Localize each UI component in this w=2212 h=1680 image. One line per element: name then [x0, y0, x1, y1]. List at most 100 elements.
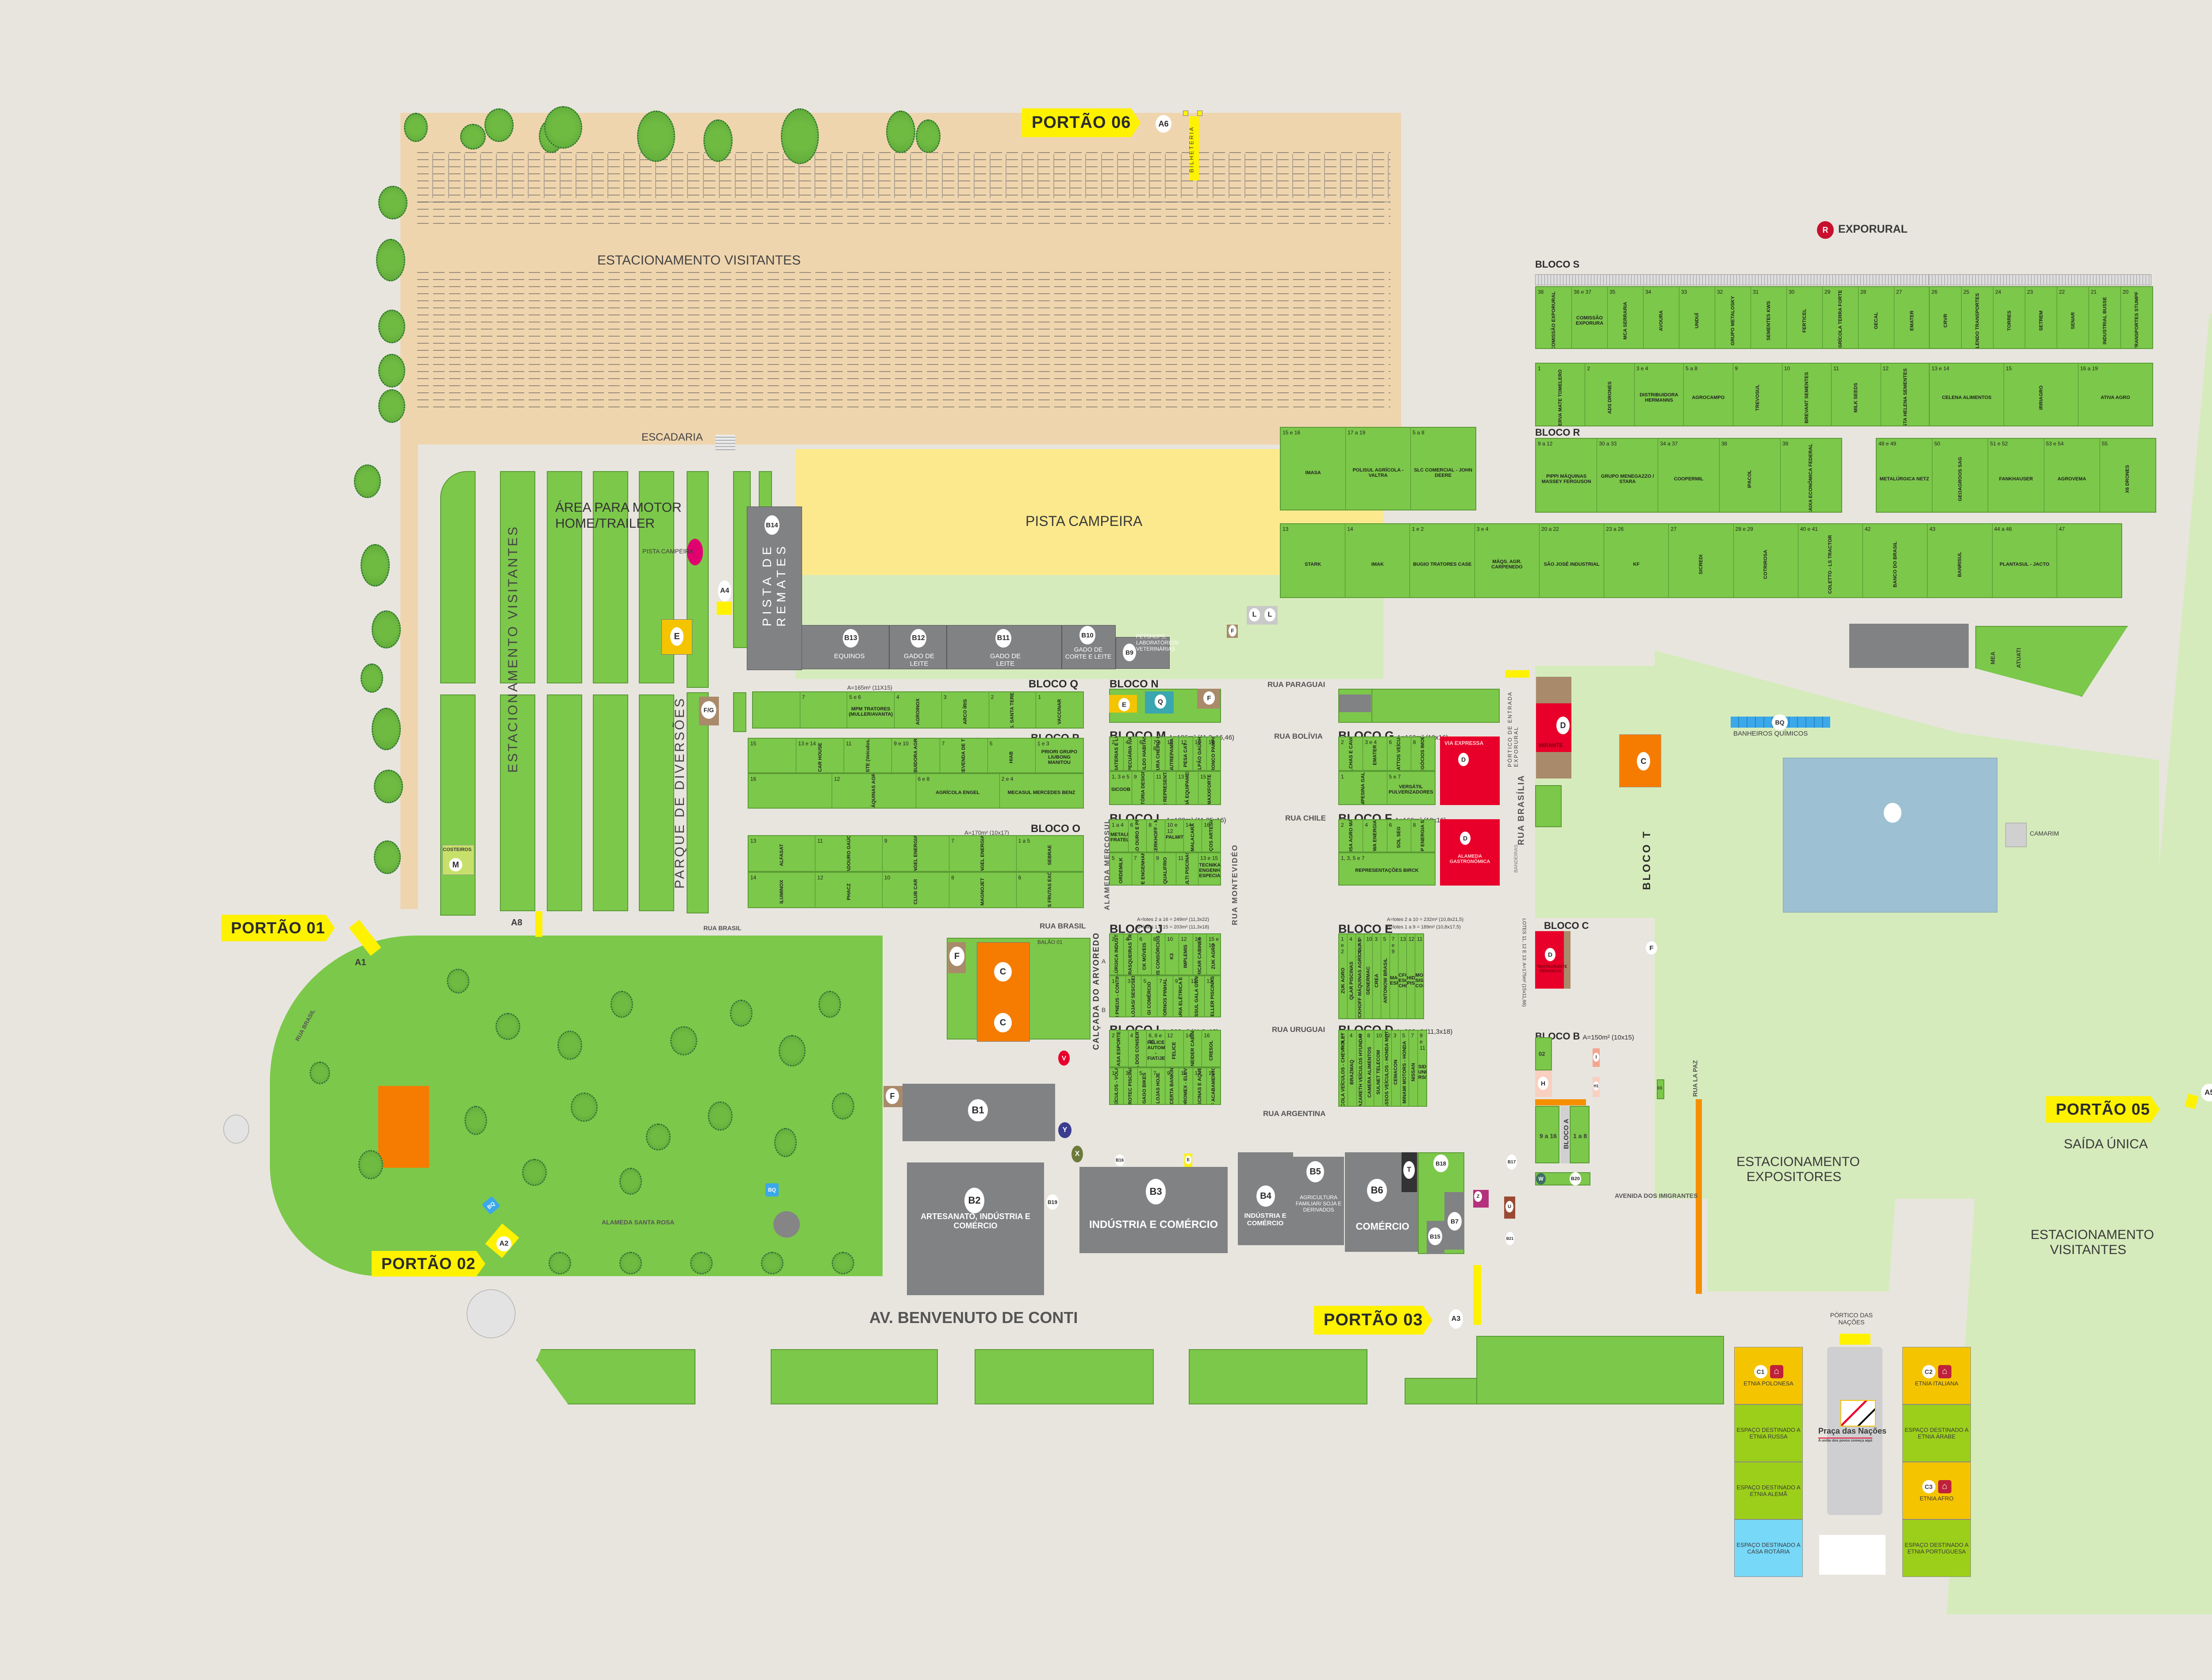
marker-d[interactable]: D — [1460, 832, 1471, 845]
marker-f[interactable]: F — [1646, 941, 1657, 955]
marker-i[interactable]: I — [1593, 1053, 1599, 1062]
lot[interactable]: 12ALGOR MÁQUINAS AGRÍCOLAS — [832, 774, 916, 808]
b9-marker[interactable]: B9 — [1123, 644, 1136, 661]
lot[interactable]: 9PROJEM ENGENHARIA ELÉTRICA E ENERGIA SO… — [1173, 976, 1189, 1016]
gate-01-code[interactable]: A1 — [355, 958, 366, 967]
marker-c[interactable]: C — [994, 1013, 1012, 1032]
marker-f[interactable]: F — [1203, 691, 1215, 705]
praca-space[interactable]: C1⌂ETNIA POLONESA — [1734, 1347, 1803, 1404]
lot[interactable]: 9 e 10KREIN DISTRIBUIDORA AGRO NUTRIVET — [892, 739, 940, 772]
praca-space[interactable]: ESPAÇO DESTINADO A ETNIA RUSSA — [1734, 1404, 1803, 1462]
b15-marker[interactable]: B15 — [1428, 1227, 1442, 1245]
marker-t[interactable]: T — [1403, 1161, 1415, 1179]
b21-marker[interactable]: B21 — [1505, 1232, 1514, 1245]
gate-05[interactable]: PORTÃO 05 — [2046, 1096, 2160, 1123]
lot[interactable]: 10 e 12PALMITRAC — [1165, 820, 1184, 852]
lot[interactable]: 7 e 8FLORICULTURA CHEIRO DE MATOO — [1152, 737, 1165, 770]
access-a4[interactable]: A4 — [718, 580, 731, 602]
marker-m[interactable]: M — [449, 858, 462, 871]
marker-d[interactable]: D — [1545, 948, 1555, 961]
lot[interactable]: 8METALÚRGICA KERKHOFF - MK INDUSTRIAL — [1147, 820, 1166, 852]
gate-02[interactable]: PORTÃO 02 — [372, 1251, 486, 1277]
marker-y[interactable]: Y — [1058, 1122, 1071, 1138]
lot[interactable]: 11MODELO SIST. CONSTRUTIVOS — [1415, 934, 1423, 1018]
b4-marker[interactable]: B4 — [1256, 1185, 1275, 1207]
gate-03[interactable]: PORTÃO 03 — [1314, 1306, 1433, 1335]
marker-fg[interactable]: F/G — [701, 701, 716, 719]
b17-marker[interactable]: B17 — [1506, 1155, 1517, 1170]
marker-w[interactable]: W — [1536, 1173, 1546, 1185]
bloco-a-right[interactable] — [1570, 1106, 1590, 1163]
b11-marker[interactable]: B11 — [995, 629, 1011, 648]
marker-e[interactable]: E — [1118, 698, 1130, 711]
marker-q[interactable]: Q — [1155, 694, 1166, 709]
lot[interactable]: 7 — [800, 692, 848, 728]
stage-area[interactable] — [1783, 758, 1997, 913]
gate-05-code[interactable]: A5 — [2201, 1084, 2212, 1101]
lot[interactable]: 9 e 11SIDREDI UNIÃO RS/ES — [1418, 1031, 1426, 1106]
access-a8[interactable]: A8 — [511, 918, 522, 928]
marker-h1[interactable]: H1 — [1593, 1082, 1599, 1090]
b18-marker[interactable]: B18 — [1433, 1155, 1448, 1172]
lot[interactable]: 11ZONNER REPRESENTAÇÕES — [1154, 771, 1176, 804]
b7-marker[interactable]: B7 — [1448, 1212, 1462, 1231]
lot[interactable]: 2ATACADÃO DE BATERIAS E LUBRIFICANTES — [1110, 737, 1124, 770]
praca-space[interactable]: C2⌂ETNIA ITALIANA — [1902, 1347, 1971, 1404]
